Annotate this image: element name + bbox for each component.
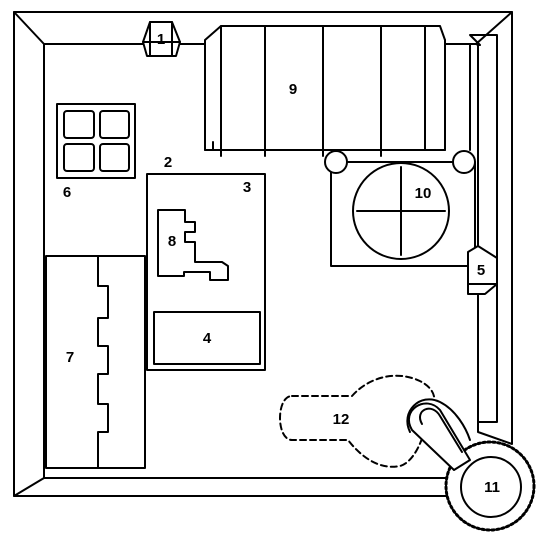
- label-10: 10: [415, 185, 432, 202]
- label-8: 8: [168, 233, 176, 250]
- building-7: [45, 255, 146, 469]
- label-9: 9: [289, 81, 297, 98]
- building-9: [204, 25, 446, 157]
- label-7: 7: [66, 349, 74, 366]
- diagram-labels: 1 2 3 4 5 6 7 8 9 10 11 12: [63, 31, 500, 496]
- structure-10: [324, 150, 476, 267]
- tower-11: [406, 398, 536, 532]
- building-4: [153, 311, 261, 365]
- block-6: [56, 103, 136, 179]
- label-2: 2: [164, 154, 172, 171]
- label-11: 11: [484, 479, 500, 496]
- gatehouse-1: [142, 21, 181, 57]
- label-6: 6: [63, 184, 71, 201]
- tower-5: [467, 245, 498, 295]
- label-12: 12: [333, 411, 350, 428]
- label-5: 5: [477, 262, 485, 279]
- label-3: 3: [243, 179, 251, 196]
- building-8: [157, 209, 229, 281]
- label-4: 4: [203, 330, 212, 347]
- label-1: 1: [157, 31, 165, 48]
- outline-12: [279, 374, 436, 468]
